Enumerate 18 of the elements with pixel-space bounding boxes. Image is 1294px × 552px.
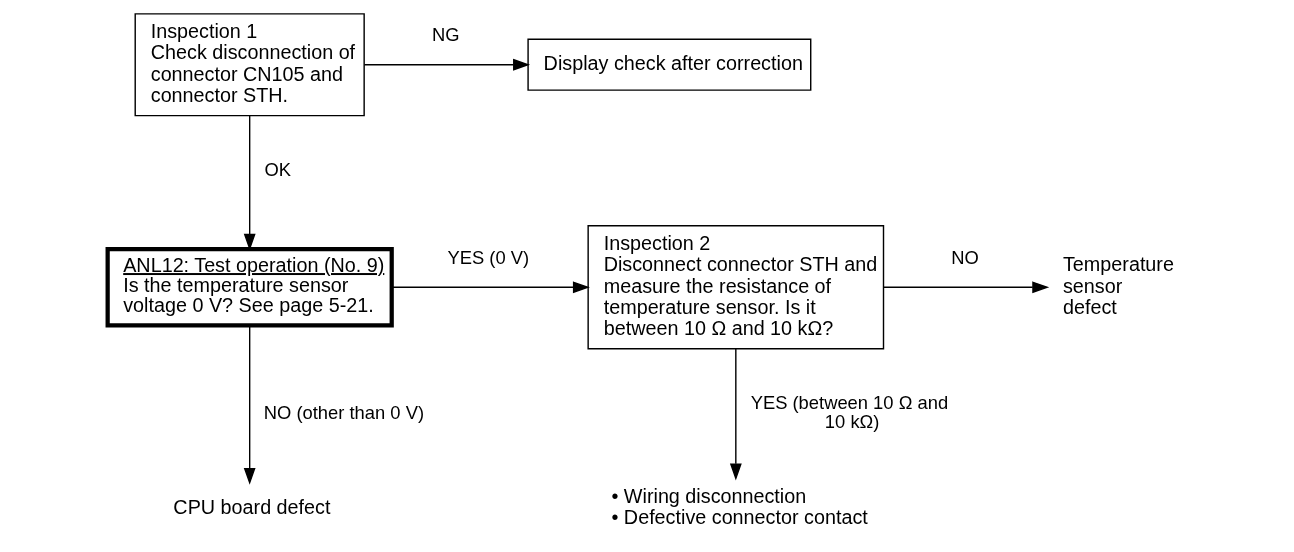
edge-label: YES (0 V) — [447, 246, 529, 268]
node-box: Display check after correction — [526, 38, 811, 91]
node-box: ANL12: Test operation (No. 9) Is the temperature sensor voltage 0 V? See page 5-21. — [105, 247, 394, 328]
arrow — [243, 325, 256, 485]
edge-label: NO (other than 0 V) — [263, 401, 424, 423]
arrow — [882, 281, 1049, 294]
node-box: Inspection 2 Disconnect connector STH and measure the resistance of temperature sensor. Is it between 10 Ω and 10 kΩ? — [586, 225, 884, 350]
edge-label: YES (between 10 Ω and 10 kΩ) — [750, 391, 948, 433]
edge-label: NG — [431, 24, 460, 46]
arrow — [391, 281, 590, 294]
edge-label: OK — [264, 158, 291, 180]
arrow — [363, 58, 530, 71]
node-box: Inspection 1 Check disconnection of connector CN105 and connector STH. — [134, 13, 365, 117]
arrow — [729, 348, 742, 481]
node-text: Temperature sensor defect — [1062, 253, 1174, 318]
node-text: CPU board defect — [172, 495, 330, 518]
edge-label: NO — [950, 246, 979, 268]
node-text: • Wiring disconnection • Defective connector contact — [610, 485, 868, 529]
